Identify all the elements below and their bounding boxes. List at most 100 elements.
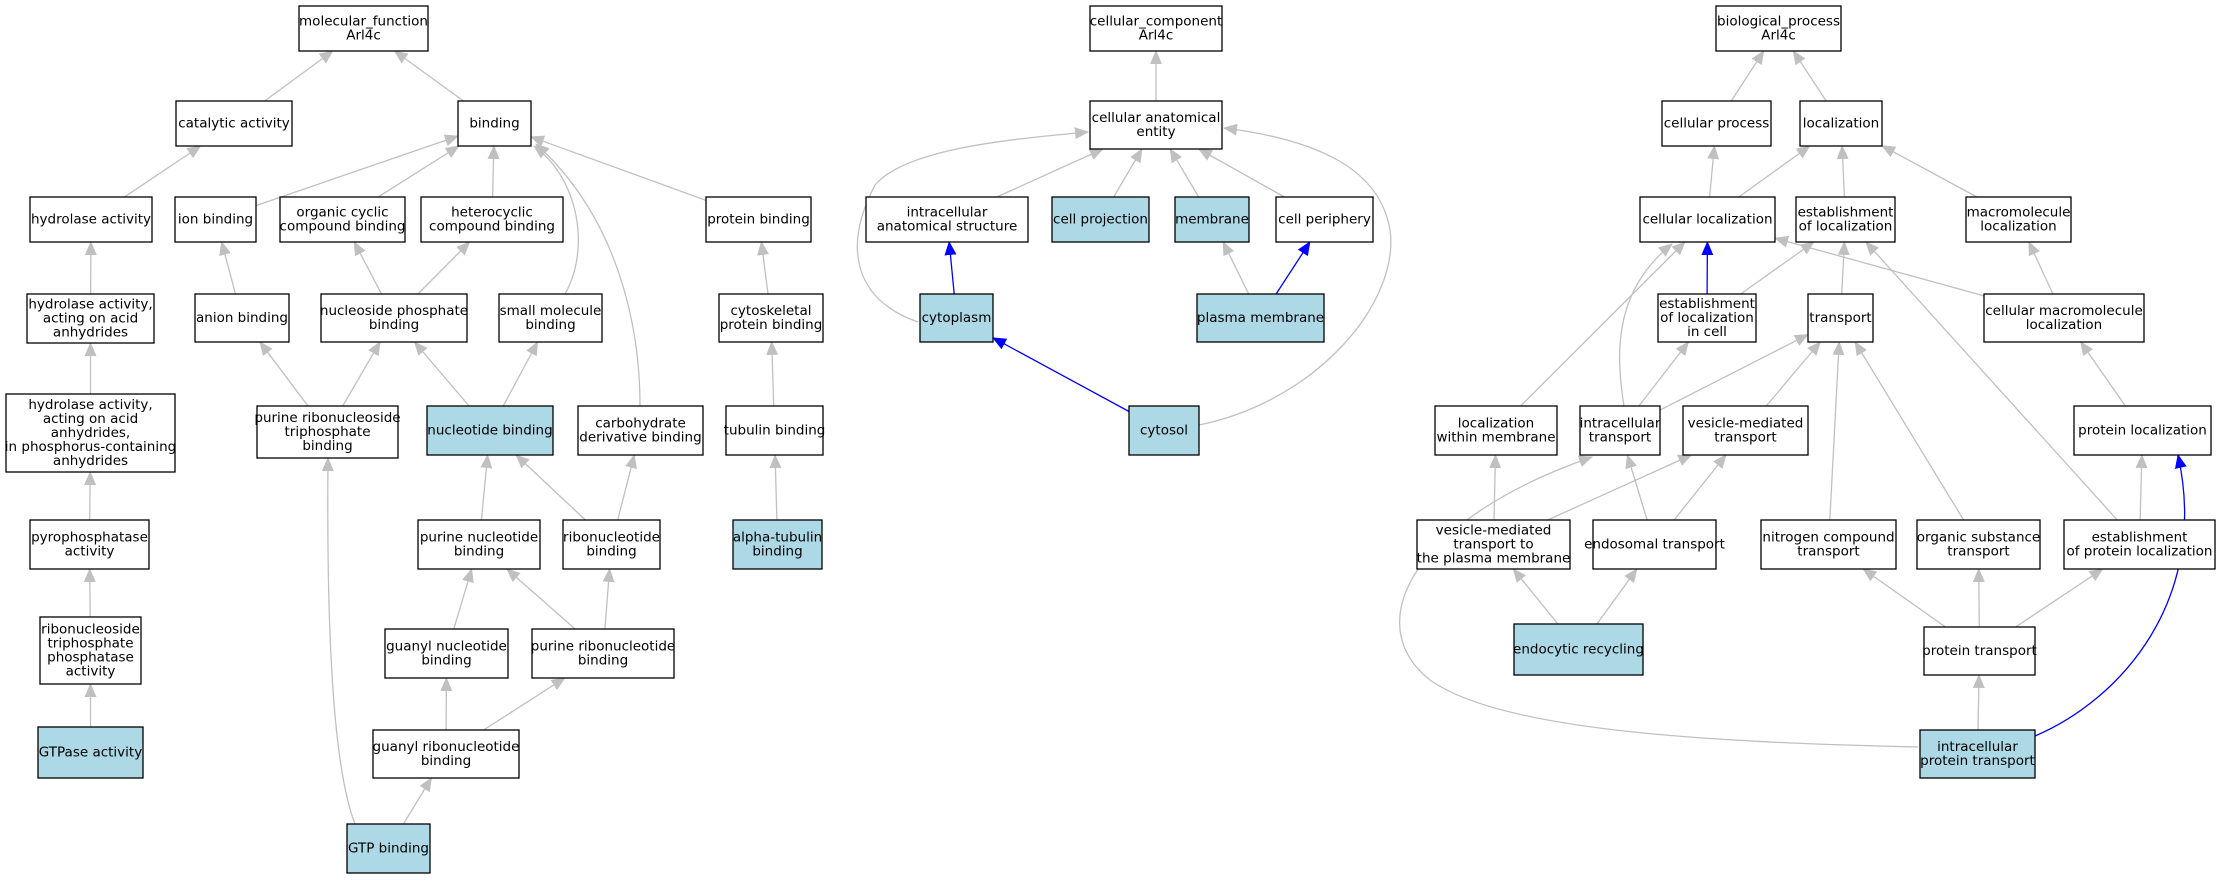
node-protloc[interactable]: protein localization (2073, 405, 2212, 456)
node-label: ribonucleotide (563, 530, 660, 546)
edge-gtpbind-to-guanribo (402, 777, 432, 825)
node-plasmamem[interactable]: plasma membrane (1196, 293, 1325, 343)
node-box (426, 405, 554, 456)
node-label: protein transport (1920, 753, 2035, 769)
node-label: nucleoside phosphate (320, 303, 468, 319)
node-cellperi[interactable]: cell periphery (1275, 196, 1374, 243)
node-nucbind[interactable]: nucleotide binding (426, 405, 554, 456)
edge-binding-to-mf (393, 50, 464, 102)
edge-nucbind-to-smallmol (502, 341, 539, 407)
node-anion[interactable]: anion binding (194, 293, 290, 343)
node-label: compound binding (280, 219, 406, 235)
node-label: in cell (1687, 324, 1727, 340)
node-gtpbind[interactable]: GTP binding (346, 823, 431, 874)
edge-membrane-to-cae (1169, 148, 1200, 198)
node-label: purine nucleotide (420, 530, 538, 546)
node-local[interactable]: localization (1799, 100, 1883, 147)
node-membrane[interactable]: membrane (1174, 196, 1250, 243)
edge-gtpbind-to-purribotri (321, 457, 356, 825)
node-protbind[interactable]: protein binding (705, 196, 812, 243)
node-gtpase[interactable]: GTPase activity (37, 726, 144, 779)
edge-vesmed-to-transport (1765, 341, 1821, 407)
node-label: hydrolase activity, (28, 297, 152, 313)
node-label: endosomal transport (1584, 537, 1725, 553)
node-box (346, 823, 431, 874)
node-box (1983, 293, 2145, 343)
node-box (384, 628, 509, 679)
node-endotrans[interactable]: endosomal transport (1584, 519, 1725, 570)
node-hydrolase[interactable]: hydrolase activity (29, 196, 153, 243)
node-hydacid[interactable]: hydrolase activity,acting on acidanhydri… (26, 293, 155, 344)
node-cytoplasm[interactable]: cytoplasm (919, 293, 994, 343)
node-cellproc[interactable]: cellular process (1661, 100, 1772, 147)
node-box (1795, 196, 1896, 243)
node-box (1682, 405, 1809, 456)
node-label: of protein localization (2066, 544, 2212, 560)
node-label: in phosphorus-containing (5, 439, 176, 455)
node-catalytic[interactable]: catalytic activity (175, 100, 293, 147)
node-label: binding (302, 438, 352, 454)
node-label: intracellular (1580, 416, 1661, 432)
node-label: carbohydrate (595, 416, 686, 432)
node-box (1051, 196, 1150, 243)
edge-carbo-to-binding (535, 143, 641, 407)
node-label: protein binding (707, 212, 810, 228)
node-label: tubulin binding (724, 423, 826, 439)
edge-intraanat-to-cae (996, 148, 1104, 198)
node-binding[interactable]: binding (457, 100, 532, 147)
node-box (577, 405, 704, 456)
node-box (1513, 623, 1644, 676)
node-label: of localization (1660, 310, 1754, 326)
node-transport[interactable]: transport (1807, 293, 1874, 343)
node-label: establishment (1798, 205, 1894, 221)
node-cellproj[interactable]: cell projection (1051, 196, 1150, 243)
node-label: catalytic activity (178, 116, 290, 132)
node-ribotriphos[interactable]: ribonucleosidetriphosphatephosphataseact… (39, 616, 142, 685)
node-label: vesicle-mediated (1688, 416, 1804, 432)
node-box (1639, 196, 1776, 243)
edge-intratrans-to-transport (1659, 334, 1809, 411)
node-label: ribonucleoside (41, 622, 140, 638)
node-prottrans[interactable]: protein transport (1922, 626, 2037, 676)
node-cellloc[interactable]: cellular localization (1639, 196, 1776, 243)
node-cytosol[interactable]: cytosol (1128, 405, 1200, 456)
node-endorecyc[interactable]: endocytic recycling (1513, 623, 1644, 676)
node-hydphos[interactable]: hydrolase activity,acting on acidanhydri… (5, 393, 176, 473)
node-tubulin[interactable]: tubulin binding (724, 405, 826, 456)
node-box (732, 519, 823, 570)
edge-estprotloc-to-estloc (1865, 241, 2118, 521)
edge-orgcyc-to-binding (377, 145, 460, 198)
node-ionbind[interactable]: ion binding (174, 196, 257, 243)
